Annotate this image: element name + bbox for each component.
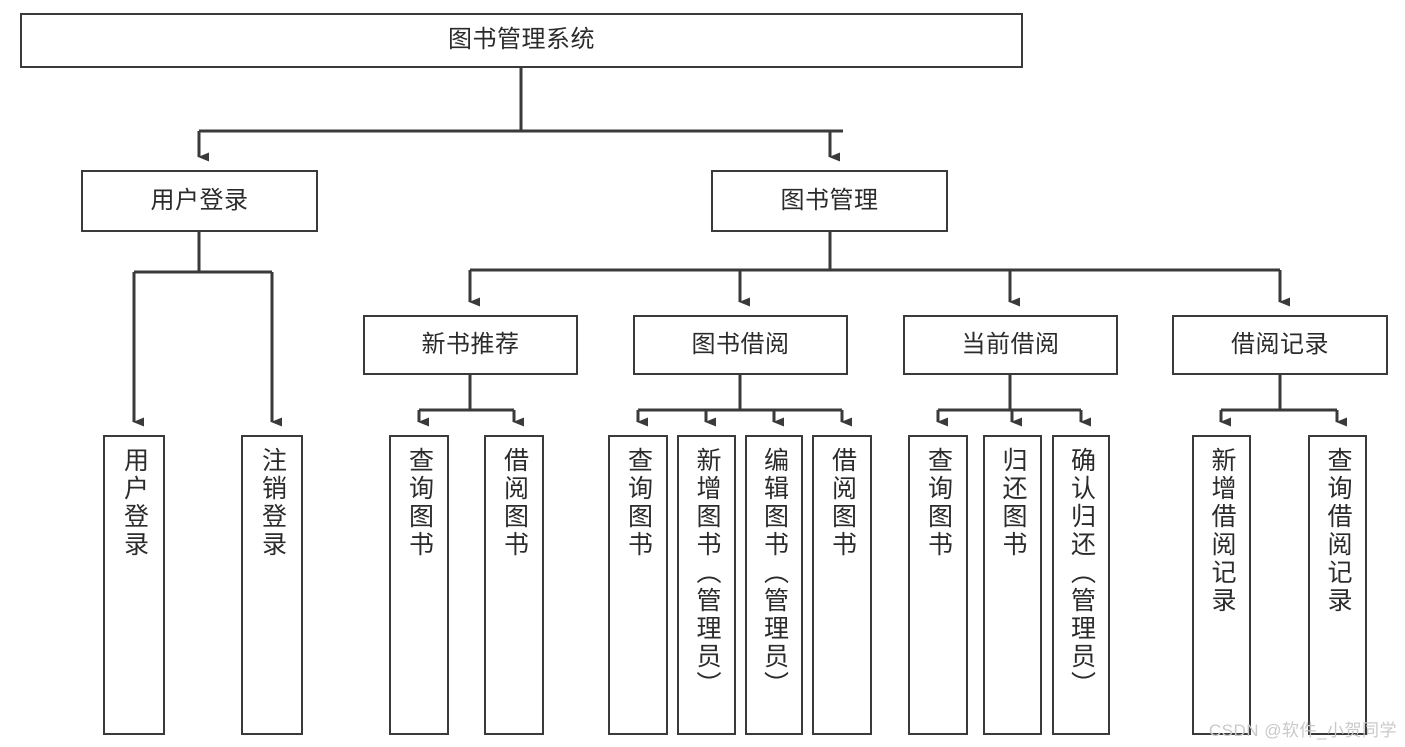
- node-leaf-add-book[interactable]: 新增图书（管理员）: [677, 435, 736, 735]
- node-leaf-borrow-book-2[interactable]: 借阅图书: [812, 435, 872, 735]
- node-leaf-return-book-label: 归还图书: [999, 447, 1027, 559]
- node-leaf-query-book-3-label: 查询图书: [924, 447, 953, 559]
- node-new-book-recommend[interactable]: 新书推荐: [363, 315, 578, 375]
- node-root-label: 图书管理系统: [448, 26, 595, 54]
- node-leaf-return-book[interactable]: 归还图书: [983, 435, 1042, 735]
- node-leaf-query-book-1[interactable]: 查询图书: [389, 435, 449, 735]
- node-leaf-confirm-return-label: 确认归还（管理员）: [1067, 447, 1096, 699]
- node-leaf-query-book-2-label: 查询图书: [624, 447, 653, 559]
- node-user-login-label: 用户登录: [150, 186, 249, 214]
- node-borrow-record-label: 借阅记录: [1231, 330, 1329, 358]
- node-leaf-user-login[interactable]: 用户登录: [103, 435, 165, 735]
- node-book-manage[interactable]: 图书管理: [711, 170, 948, 232]
- node-leaf-query-book-3[interactable]: 查询图书: [908, 435, 968, 735]
- node-leaf-borrow-book-2-label: 借阅图书: [828, 447, 857, 559]
- node-current-borrow-label: 当前借阅: [961, 330, 1060, 358]
- node-leaf-query-book-1-label: 查询图书: [405, 447, 434, 559]
- node-leaf-edit-book[interactable]: 编辑图书（管理员）: [745, 435, 803, 735]
- node-current-borrow[interactable]: 当前借阅: [903, 315, 1118, 375]
- node-leaf-query-record-label: 查询借阅记录: [1324, 447, 1352, 615]
- node-leaf-logout-label: 注销登录: [258, 447, 287, 559]
- node-borrow-record[interactable]: 借阅记录: [1172, 315, 1388, 375]
- node-leaf-borrow-book-1[interactable]: 借阅图书: [484, 435, 544, 735]
- node-leaf-edit-book-label: 编辑图书（管理员）: [760, 447, 789, 699]
- node-leaf-borrow-book-1-label: 借阅图书: [500, 447, 529, 559]
- node-leaf-add-book-label: 新增图书（管理员）: [693, 447, 721, 699]
- node-new-book-recommend-label: 新书推荐: [421, 330, 520, 358]
- node-leaf-user-login-label: 用户登录: [120, 447, 149, 559]
- node-leaf-query-book-2[interactable]: 查询图书: [608, 435, 668, 735]
- node-leaf-confirm-return[interactable]: 确认归还（管理员）: [1052, 435, 1110, 735]
- node-leaf-query-record[interactable]: 查询借阅记录: [1308, 435, 1367, 735]
- node-book-manage-label: 图书管理: [780, 186, 879, 214]
- node-leaf-add-record-label: 新增借阅记录: [1208, 447, 1236, 615]
- node-book-borrow[interactable]: 图书借阅: [633, 315, 848, 375]
- node-leaf-logout[interactable]: 注销登录: [241, 435, 303, 735]
- node-leaf-add-record[interactable]: 新增借阅记录: [1192, 435, 1251, 735]
- node-root[interactable]: 图书管理系统: [20, 13, 1023, 68]
- csdn-watermark: CSDN @软件_小贺同学: [1208, 721, 1397, 740]
- node-book-borrow-label: 图书借阅: [691, 330, 790, 358]
- node-user-login[interactable]: 用户登录: [81, 170, 318, 232]
